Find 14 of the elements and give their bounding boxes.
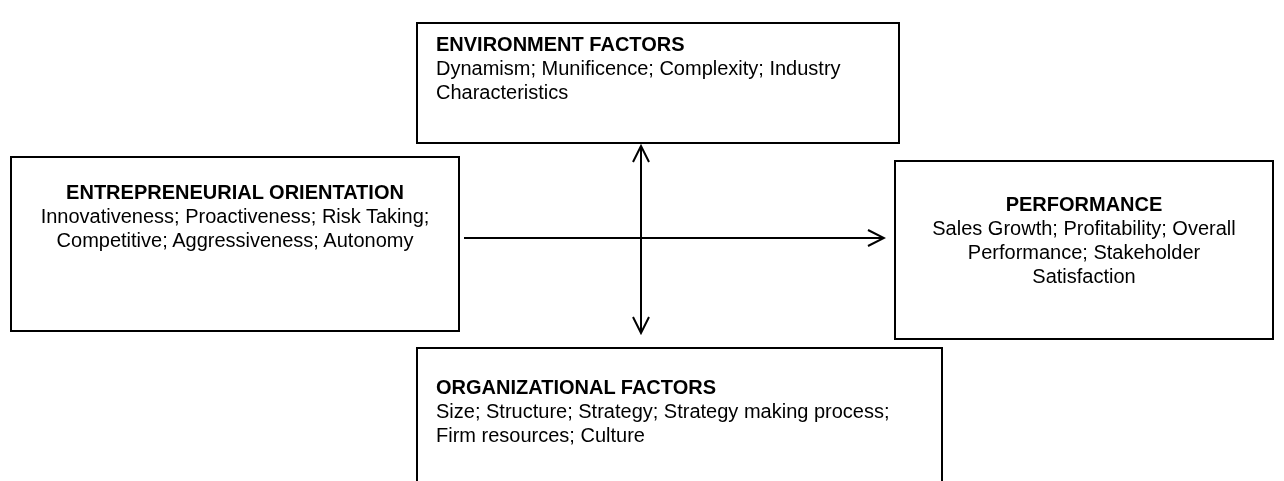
arrow — [632, 145, 650, 334]
box-body-text: Sales Growth; Profitability; Overall Performance; Stakeholder Satisfaction — [931, 216, 1237, 288]
box-heading: ENVIRONMENT FACTORS — [436, 32, 686, 56]
box-body-text: Dynamism; Munificence; Complexity; Industry Characteristics — [436, 56, 842, 104]
box-heading: ENTREPRENEURIAL ORIENTATION — [65, 180, 405, 204]
text-box — [416, 347, 943, 481]
box-heading: PERFORMANCE — [1004, 192, 1164, 216]
text-box — [894, 160, 1274, 340]
box-heading: ORGANIZATIONAL FACTORS — [436, 375, 717, 399]
box-body-text: Innovativeness; Proactiveness; Risk Taking; Competitive; Aggressiveness; Autonomy — [39, 204, 431, 252]
text-box — [416, 22, 900, 144]
text-box — [10, 156, 460, 332]
arrow — [463, 229, 885, 247]
box-body-text: Size; Structure; Strategy; Strategy making process; Firm resources; Culture — [436, 399, 891, 447]
